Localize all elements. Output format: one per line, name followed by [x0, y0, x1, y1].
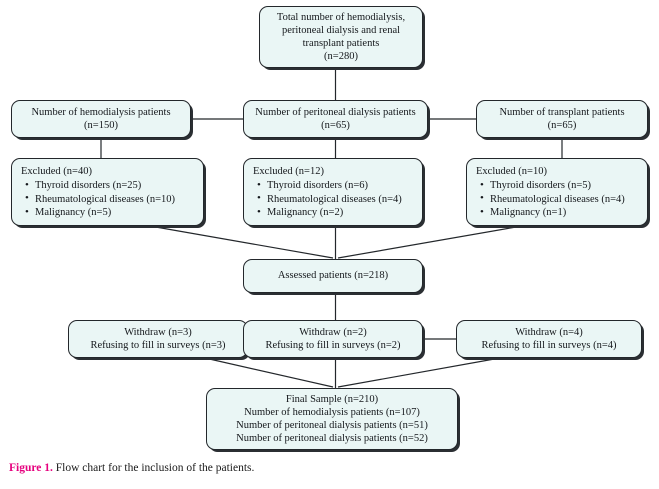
excluded-hd-reason: Thyroid disorders (n=25) — [25, 179, 195, 193]
node-assessed-patients: Assessed patients (n=218) — [243, 259, 423, 293]
withdraw-hd-line-1: Withdraw (n=3) — [124, 326, 192, 338]
excluded-hd-reason-list: Thyroid disorders (n=25) Rheumatological… — [21, 179, 195, 220]
node-withdraw-transplant: Withdraw (n=4) Refusing to fill in surve… — [456, 320, 642, 358]
withdraw-tx-line-1: Withdraw (n=4) — [515, 326, 583, 338]
node-hemodialysis-patients: Number of hemodialysis patients (n=150) — [11, 100, 191, 138]
figure-caption-label: Figure 1. — [9, 462, 53, 474]
node-hemodialysis-line-2: (n=150) — [84, 120, 118, 131]
node-excluded-hemodialysis: Excluded (n=40) Thyroid disorders (n=25)… — [11, 158, 204, 226]
withdraw-pd-line-2: Refusing to fill in surveys (n=2) — [265, 340, 401, 351]
node-excluded-transplant: Excluded (n=10) Thyroid disorders (n=5) … — [466, 158, 648, 226]
excluded-hd-heading: Excluded (n=40) — [21, 166, 92, 177]
excluded-tx-reason: Malignancy (n=1) — [480, 206, 639, 220]
node-peritoneal-line-1: Number of peritoneal dialysis patients — [255, 106, 416, 118]
node-total-line-4: (n=280) — [324, 51, 358, 63]
node-total-line-2: peritoneal dialysis and renal — [281, 24, 401, 36]
node-transplant-patients: Number of transplant patients (n=65) — [476, 100, 648, 138]
figure-caption-text: Flow chart for the inclusion of the pati… — [52, 462, 255, 474]
excluded-tx-reason: Rheumatological diseases (n=4) — [480, 192, 639, 206]
withdraw-tx-line-2: Refusing to fill in surveys (n=4) — [481, 340, 617, 351]
final-line-2: Number of hemodialysis patients (n=107) — [244, 406, 420, 418]
node-total-line-1: Total number of hemodialysis, — [276, 11, 406, 23]
excluded-hd-reason: Rheumatological diseases (n=10) — [25, 192, 195, 206]
excluded-pd-heading: Excluded (n=12) — [253, 166, 324, 177]
excluded-tx-reason-list: Thyroid disorders (n=5) Rheumatological … — [476, 179, 639, 220]
node-total-patients: Total number of hemodialysis, peritoneal… — [259, 6, 423, 68]
excluded-tx-reason: Thyroid disorders (n=5) — [480, 179, 639, 193]
excluded-tx-heading: Excluded (n=10) — [476, 166, 547, 177]
excluded-hd-reason: Malignancy (n=5) — [25, 206, 195, 220]
excluded-pd-reason: Thyroid disorders (n=6) — [257, 179, 414, 193]
withdraw-pd-line-1: Withdraw (n=2) — [299, 326, 367, 338]
node-assessed-line-1: Assessed patients (n=218) — [277, 270, 389, 282]
node-hemodialysis-line-1: Number of hemodialysis patients — [31, 106, 171, 118]
final-line-1: Final Sample (n=210) — [285, 393, 379, 405]
withdraw-hd-line-2: Refusing to fill in surveys (n=3) — [90, 340, 226, 351]
excluded-pd-reason: Rheumatological diseases (n=4) — [257, 192, 414, 206]
final-line-3: Number of peritoneal dialysis patients (… — [236, 420, 428, 431]
node-final-sample: Final Sample (n=210) Number of hemodialy… — [206, 388, 458, 450]
node-withdraw-peritoneal: Withdraw (n=2) Refusing to fill in surve… — [243, 320, 423, 358]
node-peritoneal-line-2: (n=65) — [321, 120, 350, 131]
node-transplant-line-1: Number of transplant patients — [499, 106, 625, 118]
excluded-pd-reason: Malignancy (n=2) — [257, 206, 414, 220]
figure-caption: Figure 1. Flow chart for the inclusion o… — [9, 461, 254, 476]
node-total-line-3: transplant patients — [302, 38, 380, 49]
node-transplant-line-2: (n=65) — [547, 120, 577, 131]
final-line-4: Number of peritoneal dialysis patients (… — [236, 433, 428, 445]
node-withdraw-hemodialysis: Withdraw (n=3) Refusing to fill in surve… — [68, 320, 248, 358]
excluded-pd-reason-list: Thyroid disorders (n=6) Rheumatological … — [253, 179, 414, 220]
node-peritoneal-dialysis-patients: Number of peritoneal dialysis patients (… — [243, 100, 428, 138]
node-excluded-peritoneal: Excluded (n=12) Thyroid disorders (n=6) … — [243, 158, 423, 226]
